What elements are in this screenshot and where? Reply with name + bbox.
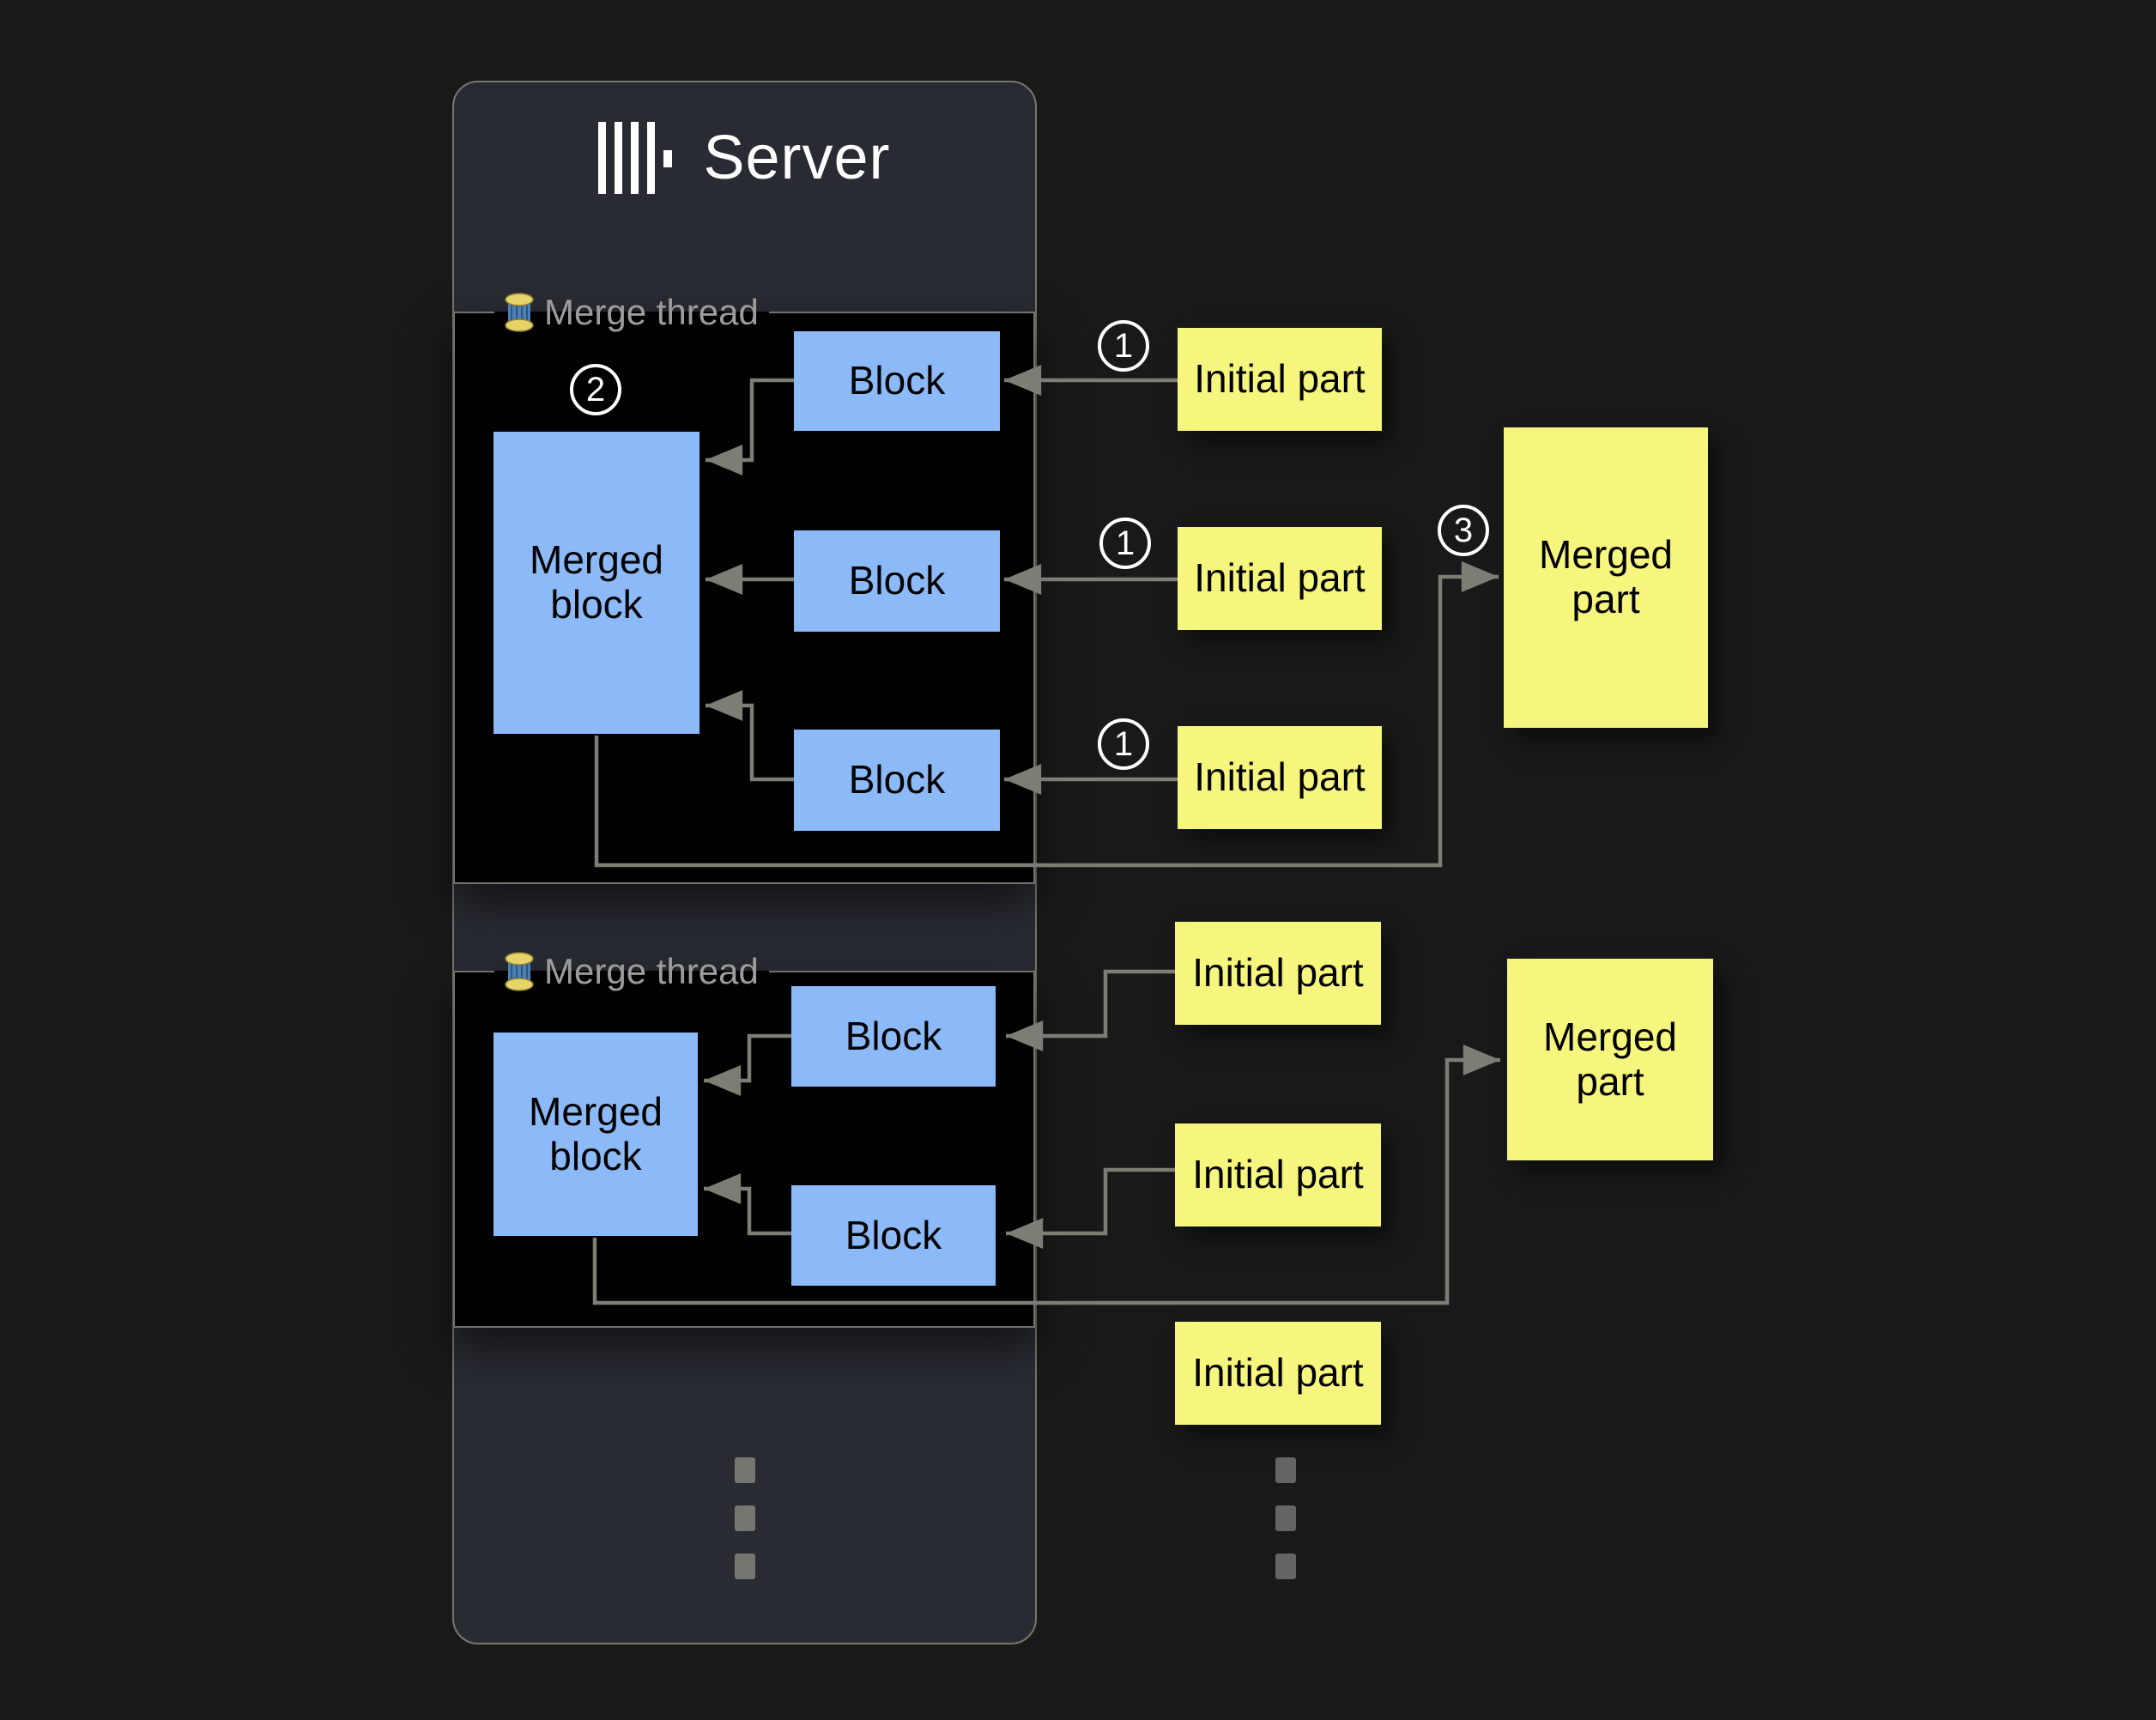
block-box: Block <box>791 1185 996 1286</box>
block-box: Block <box>794 530 1000 632</box>
merged-block-box: Merged block <box>494 432 699 734</box>
step-badge-2: 2 <box>570 364 621 415</box>
block-box: Block <box>791 986 996 1087</box>
ellipsis-dot <box>735 1505 755 1531</box>
step-badge-1: 1 <box>1098 320 1149 372</box>
block-box: Block <box>794 730 1000 831</box>
merged-part-box: Merged part <box>1507 959 1713 1160</box>
initial-part-box: Initial part <box>1175 1123 1381 1226</box>
ellipsis-dot <box>1275 1457 1296 1483</box>
step-badge-1: 1 <box>1098 718 1149 770</box>
thread-spool-icon <box>505 293 534 332</box>
merged-part-box: Merged part <box>1504 427 1708 728</box>
initial-part-box: Initial part <box>1175 922 1381 1025</box>
initial-part-box: Initial part <box>1175 1322 1381 1425</box>
ellipsis-dot <box>735 1457 755 1483</box>
merge-thread-label-1: Merge thread <box>544 292 759 332</box>
merge-thread-legend-1: Merge thread <box>494 292 769 333</box>
ellipsis-dot <box>1275 1505 1296 1531</box>
step-badge-3: 3 <box>1438 505 1489 556</box>
merged-block-box: Merged block <box>494 1033 698 1236</box>
merge-thread-label-2: Merge thread <box>544 951 759 991</box>
initial-part-box: Initial part <box>1178 527 1382 630</box>
block-box: Block <box>794 331 1000 431</box>
ellipsis-dot <box>1275 1553 1296 1579</box>
initial-part-box: Initial part <box>1178 328 1382 431</box>
merge-thread-legend-2: Merge thread <box>494 951 769 992</box>
initial-part-box: Initial part <box>1178 726 1382 829</box>
thread-spool-icon <box>505 952 534 991</box>
ellipsis-dot <box>735 1553 755 1579</box>
server-title: Server <box>703 124 891 192</box>
server-header: Server <box>452 115 1037 201</box>
step-badge-1: 1 <box>1099 518 1151 569</box>
clickhouse-logo-icon <box>598 122 673 194</box>
